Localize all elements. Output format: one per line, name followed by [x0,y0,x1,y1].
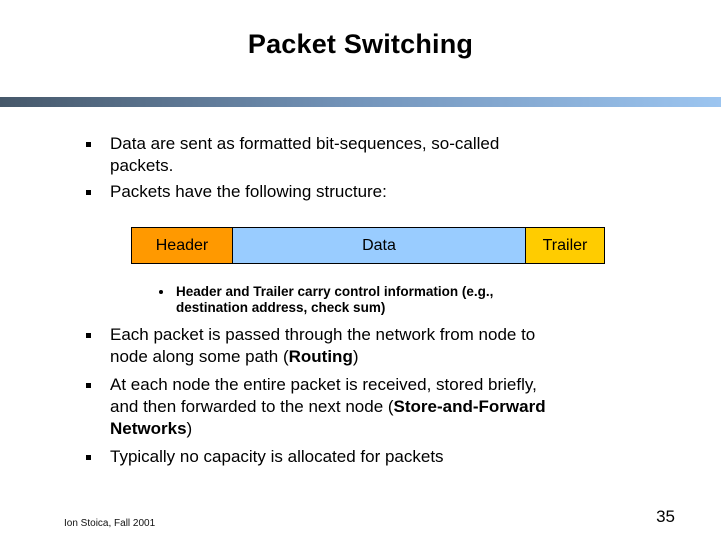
sub-bullet-list: Header and Trailer carry control informa… [157,284,607,316]
bullet-dot-icon [159,290,163,294]
bullet-text: At each node the entire packet is receiv… [110,374,546,440]
bullet-text-segment: Packets have the following structure: [110,182,387,201]
packet-box-label: Data [362,236,396,254]
bullet-square-icon [86,383,91,388]
bullet-text-bold-segment: Header and Trailer carry control informa… [176,284,494,315]
bullet-text-bold-segment: Routing [288,347,353,366]
bullet-text: Data are sent as formatted bit-sequences… [110,133,499,177]
bullet-text-segment: Data are sent as formatted bit-sequences… [110,134,500,175]
bullet-text-segment: Typically no capacity is allocated for p… [110,447,444,466]
bullet-text: Packets have the following structure: [110,181,387,203]
bullet-text-segment: ) [186,419,193,438]
bullet-list-top: Data are sent as formatted bit-sequences… [84,133,624,207]
list-item: At each node the entire packet is receiv… [84,374,664,440]
packet-structure-diagram: Header Data Trailer [131,227,605,264]
bullet-text-segment: ) [352,347,359,366]
bullet-text: Header and Trailer carry control informa… [176,284,493,316]
footer-author: Ion Stoica, Fall 2001 [64,518,156,529]
packet-box-trailer: Trailer [525,227,605,264]
packet-box-data: Data [231,227,527,264]
slide-page-number: 35 [656,507,675,526]
bullet-list-bottom: Each packet is passed through the networ… [84,324,664,474]
list-item: Each packet is passed through the networ… [84,324,664,368]
bullet-square-icon [86,142,91,147]
bullet-square-icon [86,333,91,338]
list-item: Data are sent as formatted bit-sequences… [84,133,624,177]
packet-box-label: Trailer [542,236,588,254]
bullet-square-icon [86,455,91,460]
list-item: Packets have the following structure: [84,181,624,203]
accent-divider-bar [0,97,721,107]
list-item: Header and Trailer carry control informa… [157,284,607,316]
bullet-text: Each packet is passed through the networ… [110,324,535,368]
packet-box-header: Header [131,227,233,264]
page-title: Packet Switching [247,29,474,59]
bullet-square-icon [86,190,91,195]
bullet-text-segment: Each packet is passed through the networ… [110,325,536,366]
bullet-text: Typically no capacity is allocated for p… [110,446,444,468]
packet-box-label: Header [155,236,209,254]
bullet-text-segment: At each node the entire packet is receiv… [110,375,537,416]
bullet-text-bold-segment: Store-and-Forward Networks [110,397,546,438]
list-item: Typically no capacity is allocated for p… [84,446,664,468]
